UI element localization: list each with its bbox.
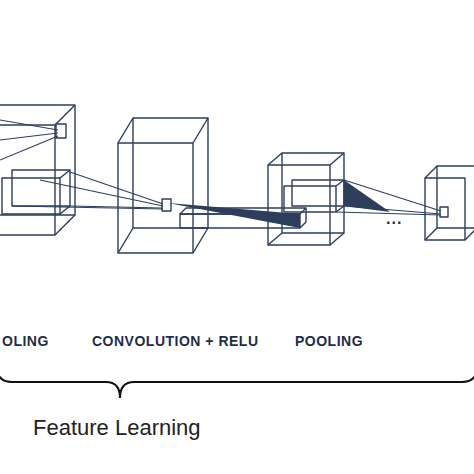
projection-wedges [168,180,390,228]
layer-label: POOLING [295,333,363,349]
feature-map-cube [118,118,306,253]
projection-lines [0,120,441,215]
feature-map-cube [268,153,344,245]
feature-map-cube [425,166,474,240]
layer-label: CONVOLUTION + RELU [92,333,259,349]
group-label: Feature Learning [33,415,201,441]
layer-label: OLING [2,333,49,349]
grouping-brace [0,364,474,398]
ellipsis: ... [386,210,402,228]
feature-map-cube [0,105,75,235]
